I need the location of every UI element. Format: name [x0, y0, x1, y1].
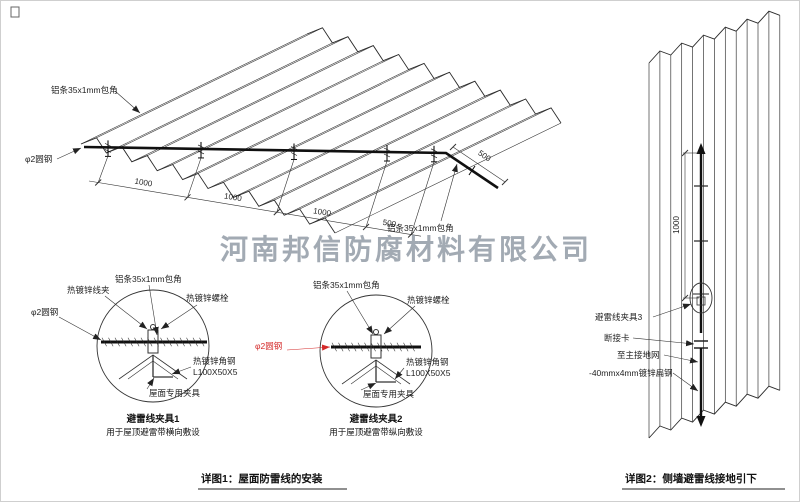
leader-disconnect: [632, 337, 695, 347]
dim-1000-3: 1000: [313, 206, 333, 218]
label-round-steel: φ2圆钢: [25, 154, 52, 164]
label-alu-strip-c2: 铝条35x1mm包角: [313, 280, 380, 290]
detail-circle-2: [319, 294, 433, 408]
label-wire-clip: 热镀锌线夹: [67, 285, 110, 295]
lightning-wire: [83, 140, 499, 190]
leader-alu-strip-c1: [148, 284, 159, 336]
wall-corrugation: [648, 10, 781, 439]
dim-1000-1: 1000: [134, 177, 154, 189]
dim-500-2: 500: [476, 148, 493, 163]
label-round-steel-c2: φ2圆钢: [255, 341, 282, 351]
to-ground-arrow: [696, 416, 706, 427]
label-bolt-c2: 热镀锌螺栓: [407, 295, 450, 305]
label-to-ground-grid: 至主接地网: [617, 350, 660, 360]
clamp-detail-2: 铝条35x1mm包角 热镀锌螺栓 φ2圆钢 热镀锌角钢 L100X50X5 屋面…: [255, 280, 451, 437]
leader-angle-c2: [394, 367, 405, 380]
label-roof-clamp-c1: 屋面专用夹具: [149, 388, 201, 398]
leader-roof-clamp-c1: [146, 377, 155, 390]
label-angle-steel-c2: 热镀锌角钢: [406, 357, 449, 367]
clamp2-subtitle: 用于屋顶避雷带纵向敷设: [329, 427, 423, 437]
leader-alu-strip-top: [114, 90, 141, 114]
leader-clamp3: [652, 303, 692, 318]
label-bolt-c1: 热镀锌螺栓: [186, 293, 229, 303]
label-roof-clamp-c2: 屋面专用夹具: [363, 389, 415, 399]
detail1-alu-hatch: [101, 337, 205, 347]
label-disconnect-link: 断接卡: [604, 333, 630, 343]
roof-isometric-view: 1000 1000 1000 500 500 铝条35x1mm包角 φ2圆钢 铝…: [25, 27, 562, 238]
company-watermark: 河南邦信防腐材料有限公司: [220, 234, 592, 265]
clamp1-title: 避雷线夹具1: [127, 413, 181, 425]
clamp-detail-1: 热镀锌线夹 铝条35x1mm包角 热镀锌螺栓 φ2圆钢 热镀锌角钢 L100X5…: [31, 274, 238, 437]
wall-dim-1000: 1000: [672, 216, 681, 234]
leader-alu-strip-c2: [346, 290, 374, 335]
caption-detail-1: 详图1：屋面防雷线的安装: [201, 472, 323, 485]
detail1-bolt-head: [150, 324, 156, 330]
detail2-bolt-head: [373, 329, 379, 335]
dim-1000-2: 1000: [223, 191, 243, 203]
label-angle-size-c2: L100X50X5: [406, 368, 451, 378]
label-alu-strip-bottom: 铝条35x1mm包角: [387, 223, 454, 233]
detail2-alu-hatch: [331, 342, 415, 352]
caption-detail-2: 详图2：侧墙避雷线接地引下: [625, 472, 757, 485]
label-angle-size-c1: L100X50X5: [193, 367, 238, 377]
dim-500-1: 500: [382, 218, 397, 229]
label-alu-strip-c1: 铝条35x1mm包角: [115, 274, 182, 284]
roof-dimension-chain: [88, 143, 509, 238]
leader-round-steel-c1: [58, 316, 102, 341]
roof-corrugation: [80, 27, 562, 234]
leader-roof-clamp-c2: [360, 382, 377, 391]
leader-angle-c1: [171, 366, 192, 375]
clamp3-body: [696, 296, 706, 306]
label-clamp3: 避雷线夹具3: [595, 312, 643, 322]
clamp2-title: 避雷线夹具2: [350, 413, 403, 425]
label-alu-strip-top: 铝条35x1mm包角: [51, 85, 118, 95]
leader-alu-strip-bottom: [440, 163, 458, 222]
leader-bolt-c2: [383, 305, 416, 335]
corner-mark: [10, 6, 20, 18]
label-round-steel-c1: φ2圆钢: [31, 307, 58, 317]
clamp1-subtitle: 用于屋顶避雷带横向敷设: [106, 427, 200, 437]
wall-view: 1000 避雷线夹具3 断接卡 至主接地网 -40mmx4mm镀锌扁钢: [589, 10, 781, 439]
leader-round-steel-c2: [286, 344, 331, 351]
leader-round-steel: [56, 147, 82, 160]
leader-bolt-c1: [160, 304, 198, 330]
label-flat-steel: -40mmx4mm镀锌扁钢: [589, 368, 673, 378]
wall-dimension: [681, 149, 699, 302]
detail-circle-1: [96, 289, 210, 403]
leader-to-ground: [663, 354, 699, 364]
leader-flat-steel: [672, 372, 699, 392]
label-angle-steel-c1: 热镀锌角钢: [193, 356, 236, 366]
leader-wire-clip: [104, 295, 148, 330]
conductor-top-arrow: [696, 143, 706, 154]
